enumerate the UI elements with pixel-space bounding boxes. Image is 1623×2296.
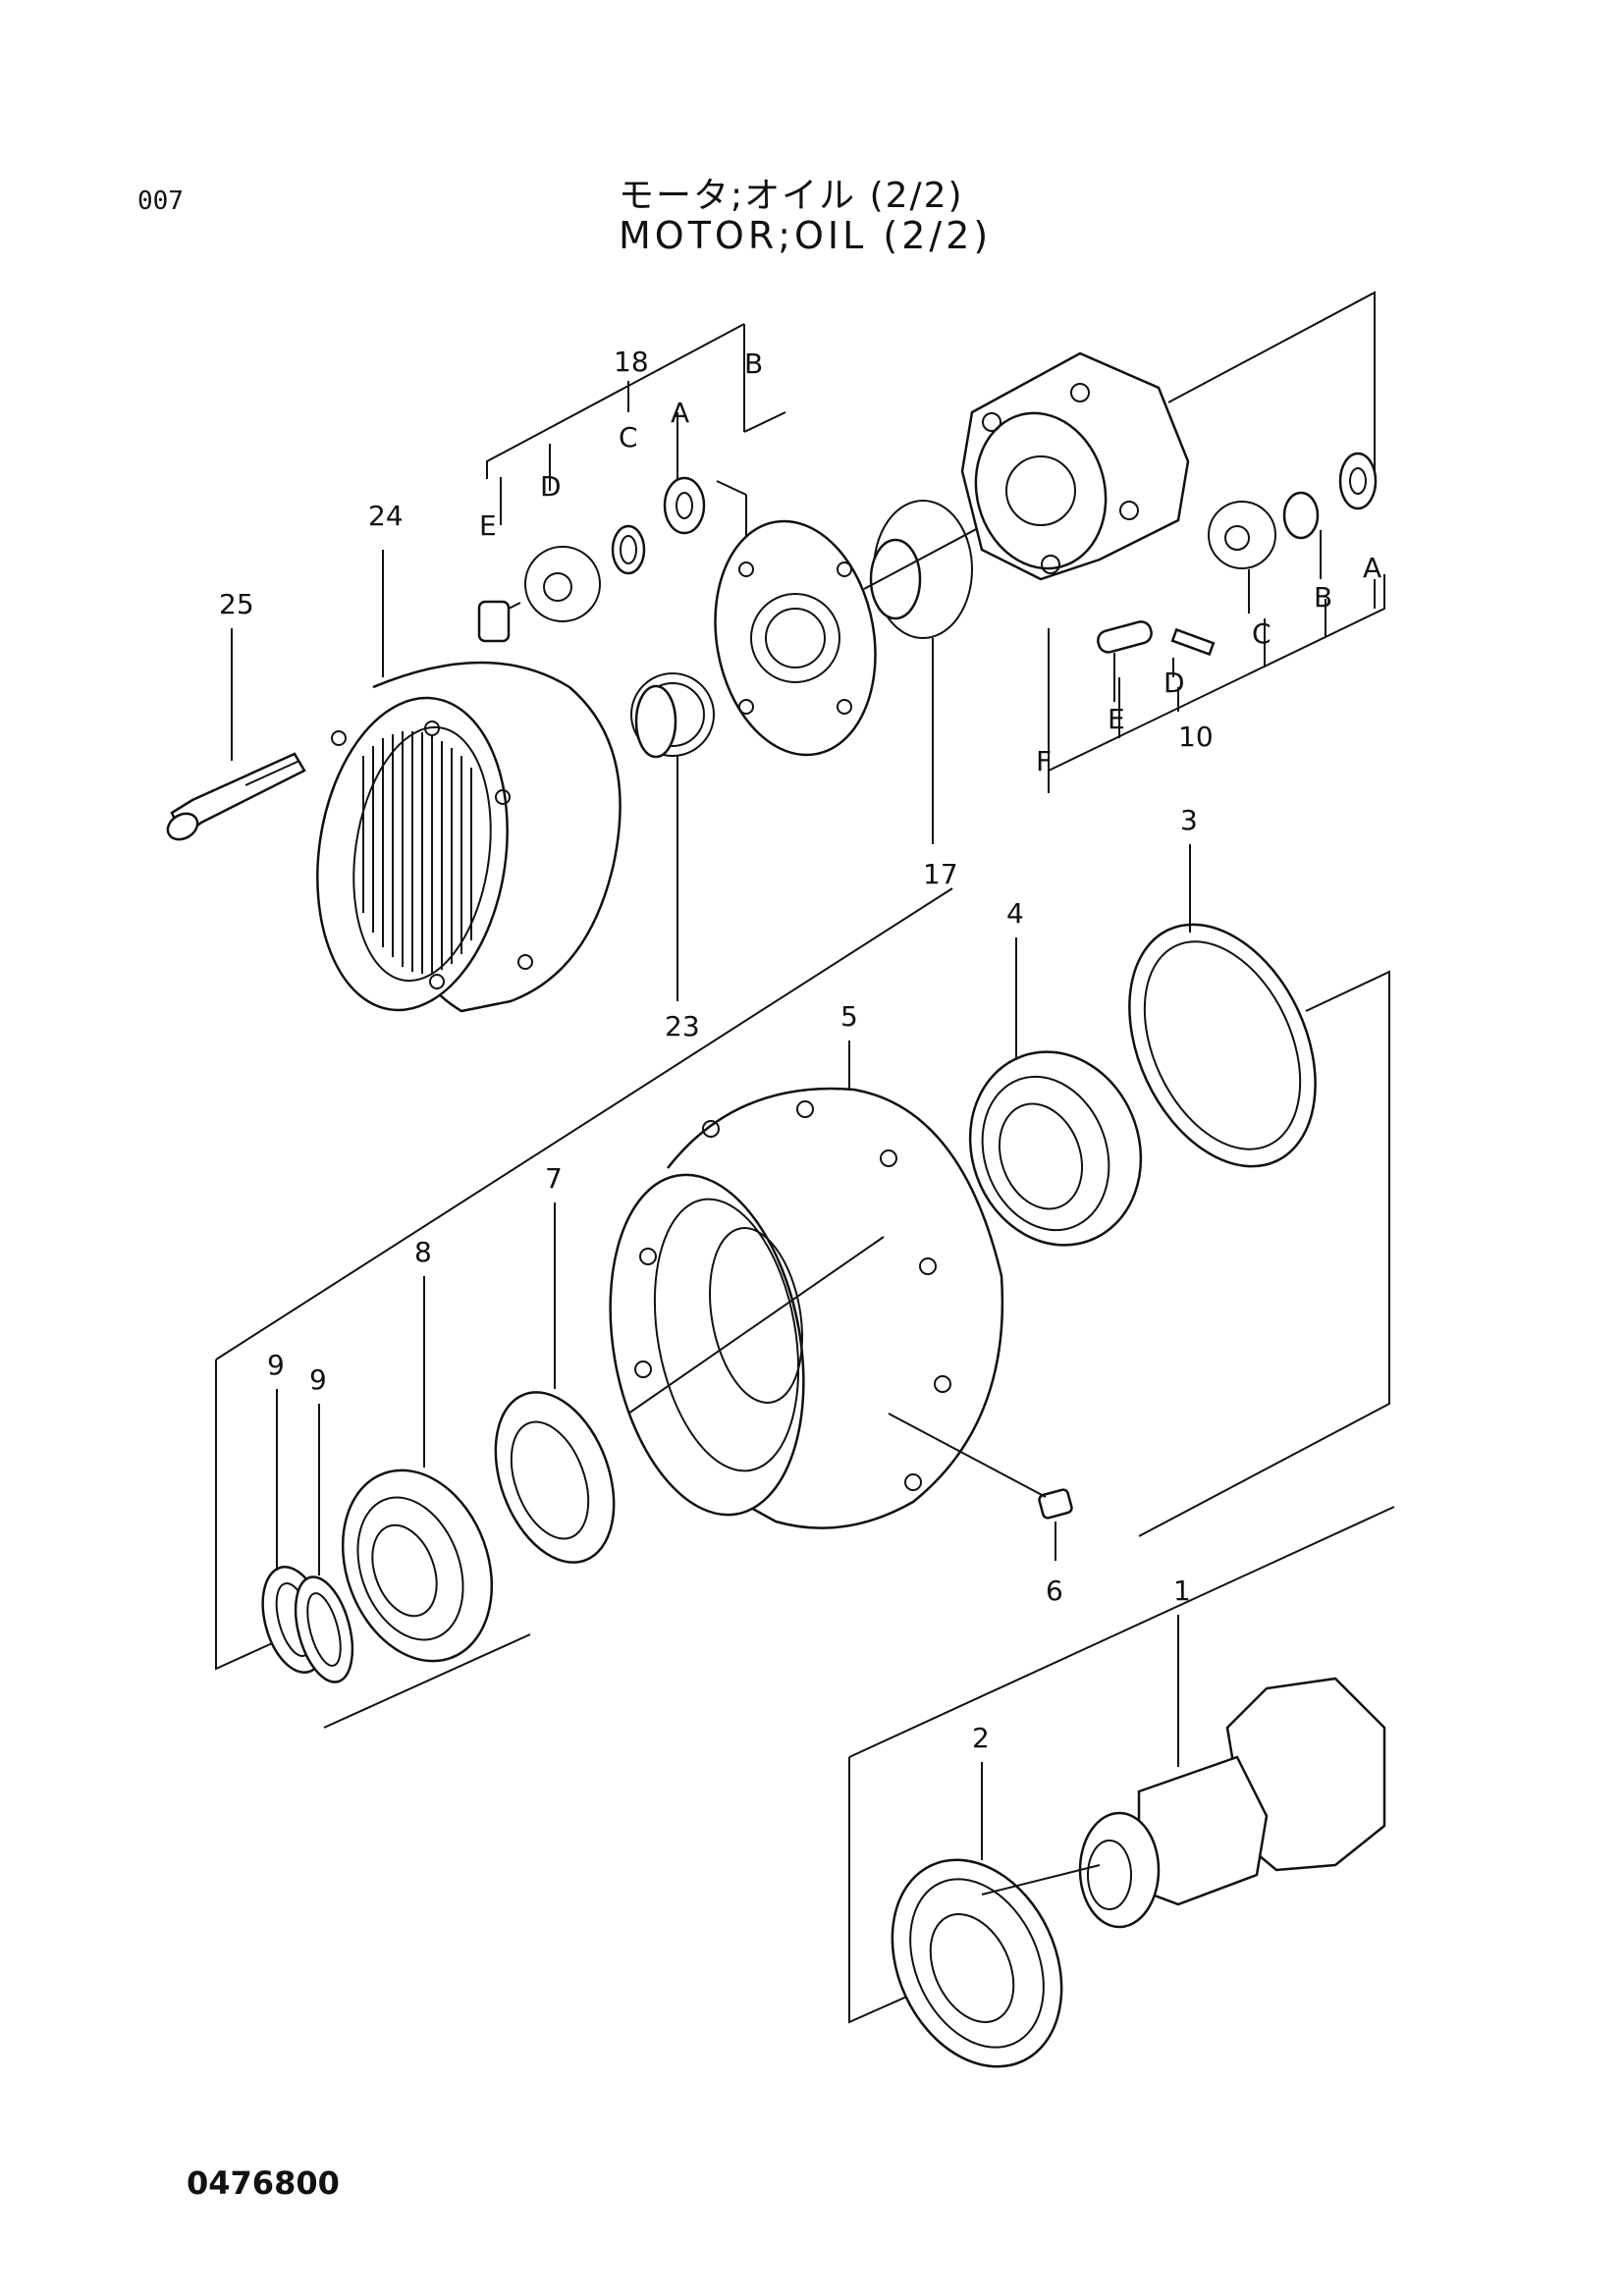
callout-23: 23 bbox=[665, 1010, 700, 1042]
left-gear-D bbox=[524, 546, 601, 622]
callout-6: 6 bbox=[1046, 1575, 1063, 1607]
label-right-C: C bbox=[1252, 617, 1271, 650]
drawing-number: 0476800 bbox=[187, 2164, 340, 2202]
sub-labels: A B C D E A B C D E F bbox=[479, 347, 1381, 777]
label-right-A: A bbox=[1363, 552, 1381, 584]
callout-17: 17 bbox=[923, 858, 958, 890]
left-needle-bearing-C bbox=[611, 524, 646, 575]
part-24-ring-gear-housing bbox=[316, 550, 622, 1013]
part-6-plug-screw bbox=[888, 1413, 1073, 1561]
callout-10: 10 bbox=[1178, 721, 1214, 753]
right-washer-A bbox=[1338, 452, 1378, 510]
right-needle-bearing-B bbox=[1282, 491, 1322, 579]
label-left-A: A bbox=[671, 397, 689, 429]
page-number: 007 bbox=[137, 187, 184, 216]
part-25-bolt bbox=[166, 628, 306, 841]
label-right-B: B bbox=[1314, 581, 1332, 614]
carrier-plate-B bbox=[714, 519, 877, 757]
title-japanese: モータ;オイル (2/2) bbox=[619, 176, 964, 216]
label-left-E: E bbox=[479, 509, 497, 542]
callout-18: 18 bbox=[614, 346, 649, 378]
callout-9b: 9 bbox=[309, 1363, 327, 1396]
part-2-seal bbox=[891, 1762, 1063, 2068]
part-23-planet-gear bbox=[630, 672, 715, 1001]
callout-5: 5 bbox=[840, 1000, 858, 1033]
callout-7: 7 bbox=[545, 1162, 563, 1195]
callout-24: 24 bbox=[368, 500, 404, 532]
label-right-E: E bbox=[1108, 703, 1125, 735]
right-carrier-block bbox=[960, 351, 1190, 581]
part-17-sun-gear bbox=[863, 500, 1012, 844]
label-right-F: F bbox=[1036, 745, 1052, 777]
left-washer-A bbox=[663, 476, 706, 535]
part-7-oil-seal bbox=[494, 1202, 616, 1564]
title-english: MOTOR;OIL (2/2) bbox=[619, 214, 993, 257]
right-gear-C bbox=[1208, 501, 1276, 614]
callout-3: 3 bbox=[1180, 804, 1198, 836]
left-plug-E bbox=[477, 600, 521, 643]
callout-9a: 9 bbox=[267, 1349, 285, 1381]
callout-4: 4 bbox=[1006, 897, 1024, 930]
part-1-pinion-shaft bbox=[981, 1615, 1386, 1929]
upper-right-bracket-lines bbox=[1048, 291, 1385, 793]
part-callouts: 1 2 3 4 5 6 7 8 9 9 10 17 18 23 24 25 bbox=[219, 346, 1214, 1754]
callout-2: 2 bbox=[972, 1722, 990, 1754]
right-screw-D bbox=[1170, 627, 1216, 677]
middle-frame-lines bbox=[215, 887, 1390, 1729]
label-right-D: D bbox=[1163, 667, 1185, 699]
upper-left-bracket-lines bbox=[486, 323, 786, 550]
part-5-hub-housing bbox=[609, 1041, 1004, 1529]
callout-1: 1 bbox=[1173, 1575, 1191, 1607]
part-3-seal-ring bbox=[1128, 844, 1317, 1168]
part-8-bearing bbox=[341, 1276, 494, 1663]
callout-8: 8 bbox=[414, 1236, 432, 1268]
label-left-B: B bbox=[744, 347, 763, 380]
part-4-bearing bbox=[968, 937, 1143, 1247]
right-pin-E bbox=[1097, 620, 1153, 702]
callout-25: 25 bbox=[219, 588, 254, 620]
part-9-retaining-ring-b bbox=[294, 1404, 354, 1683]
label-left-C: C bbox=[619, 421, 638, 454]
label-left-D: D bbox=[540, 470, 562, 503]
